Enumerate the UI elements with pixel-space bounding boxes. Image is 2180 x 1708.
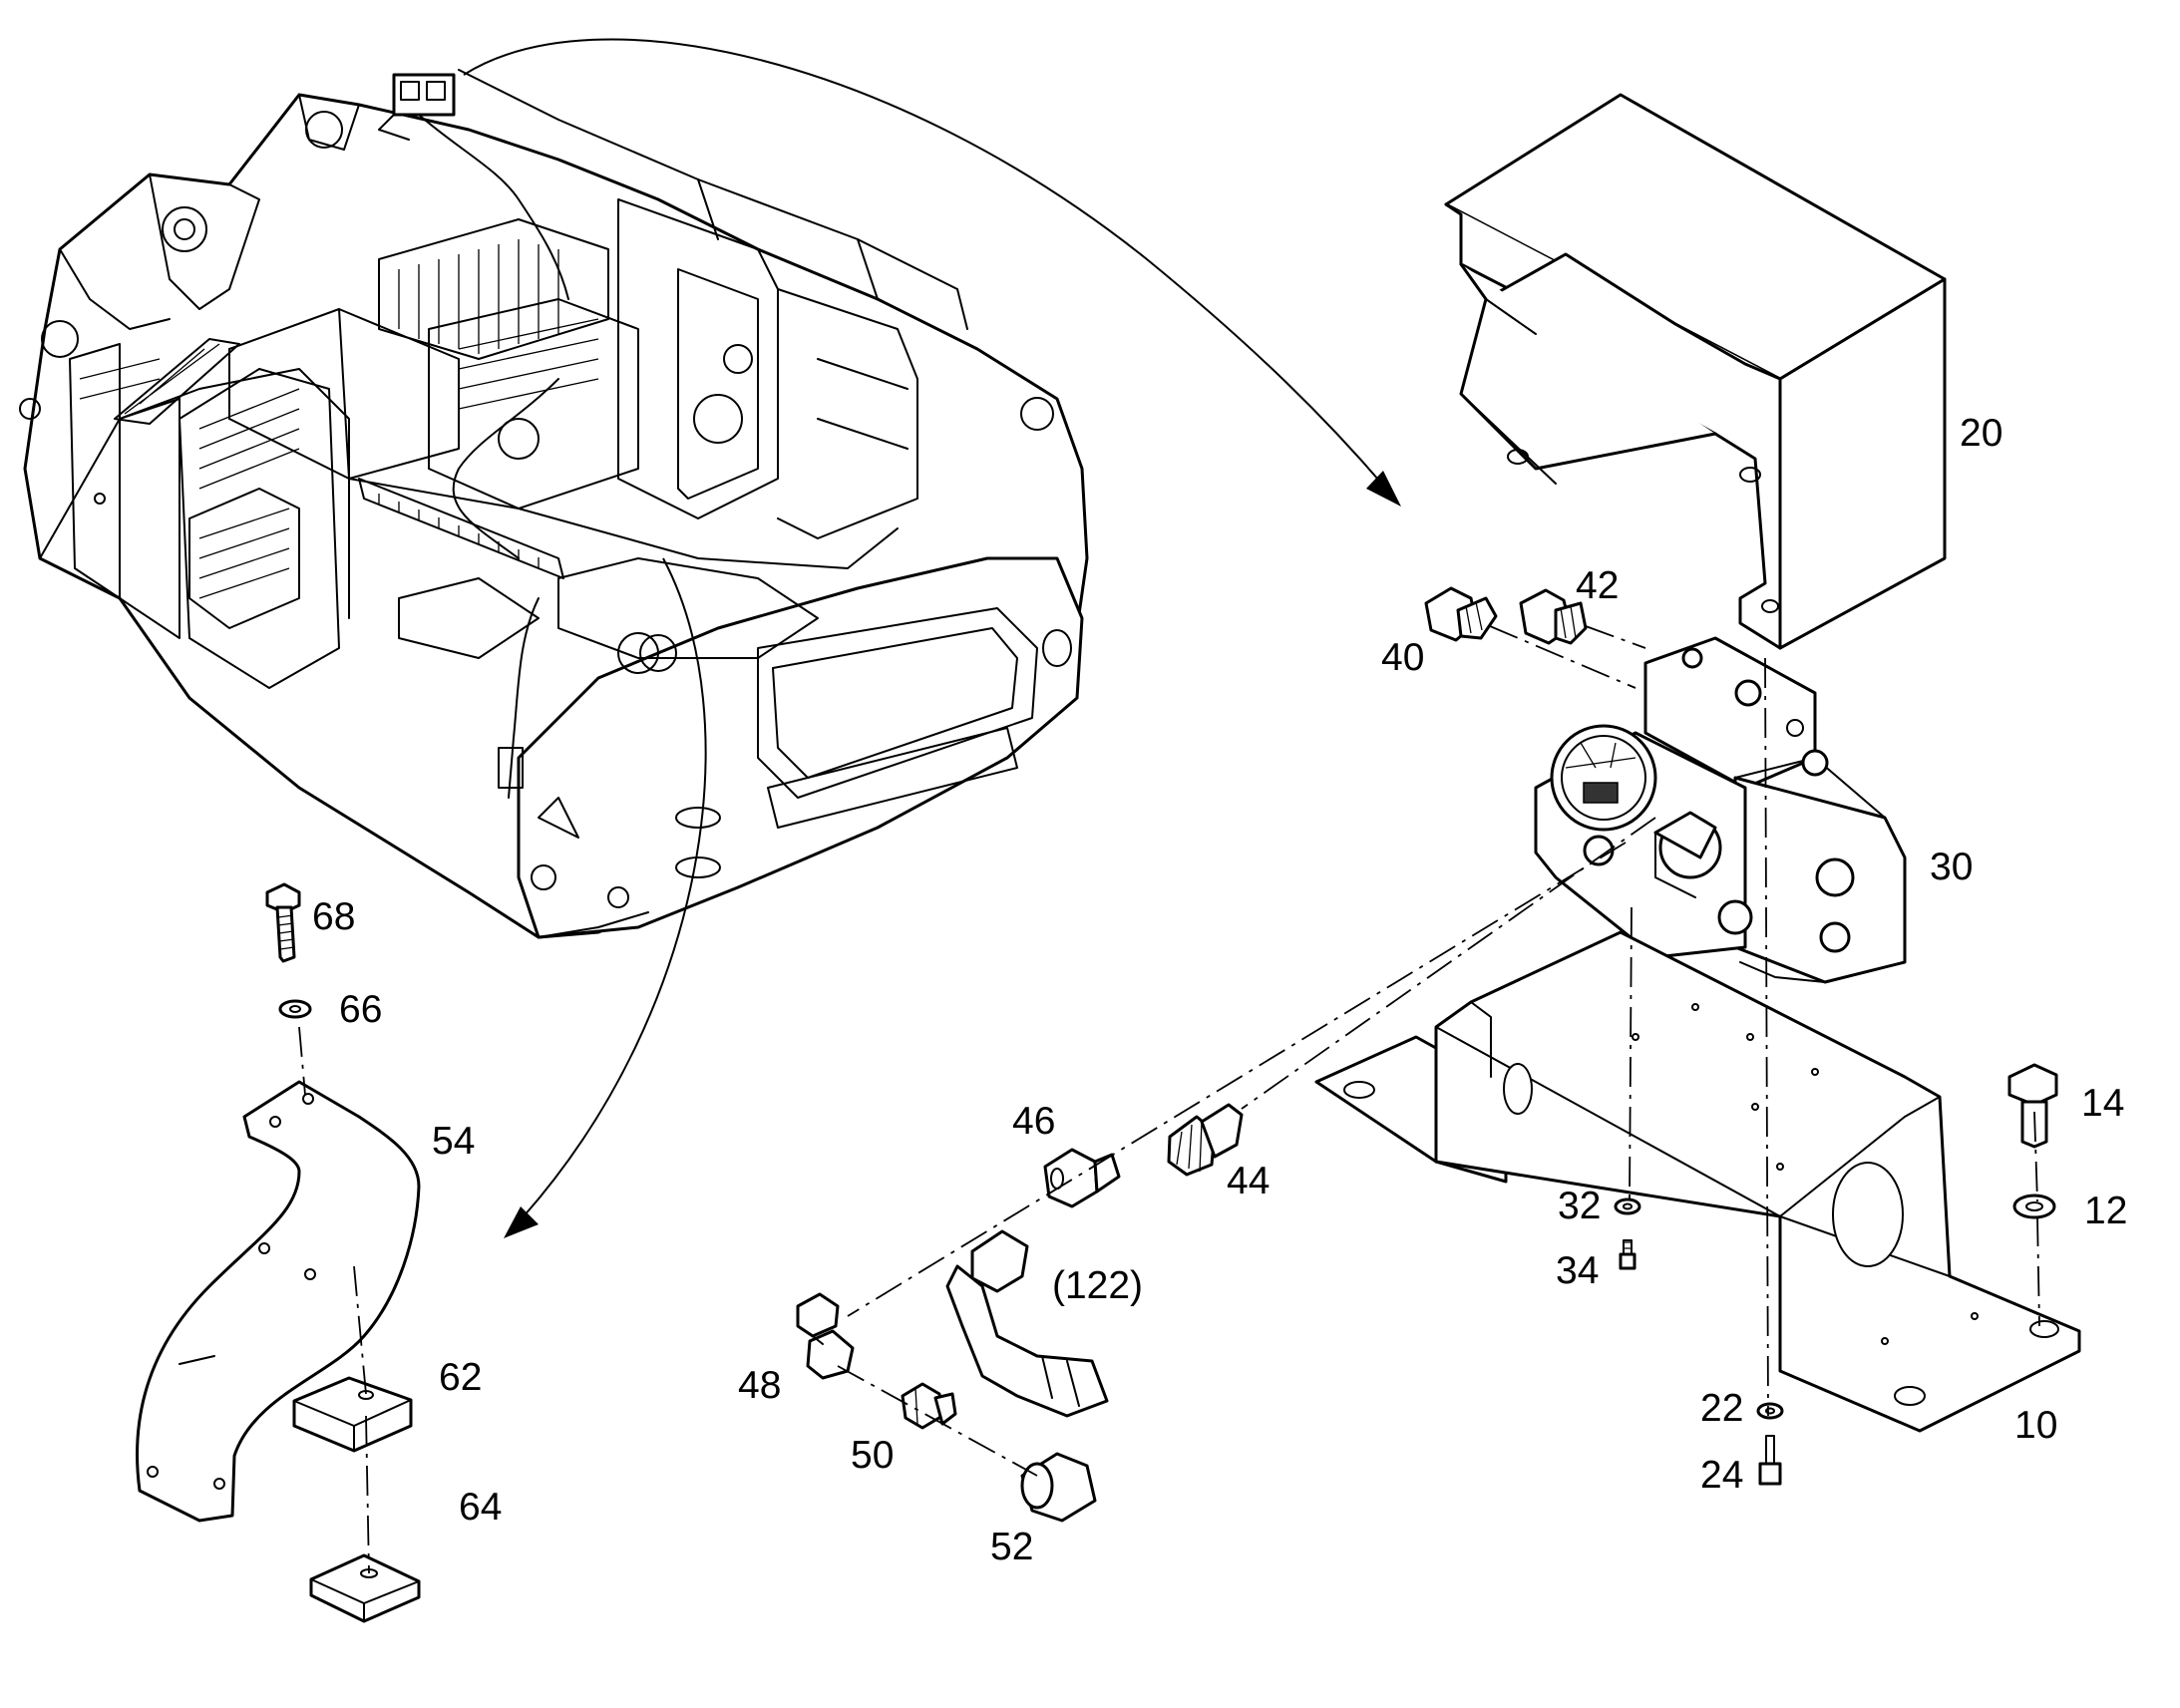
label-48: 48 xyxy=(738,1364,782,1407)
arrow-head-right xyxy=(1366,471,1401,507)
label-66: 66 xyxy=(339,988,383,1031)
part-66-washer xyxy=(278,999,312,1019)
label-62: 62 xyxy=(439,1356,483,1399)
label-52: 52 xyxy=(990,1526,1034,1568)
part-20-cover xyxy=(1444,93,1947,650)
part-44-fitting xyxy=(1167,1103,1244,1177)
part-14-bolt xyxy=(2007,1063,2058,1149)
part-42-fitting xyxy=(1519,588,1588,645)
label-50: 50 xyxy=(851,1434,895,1477)
label-64: 64 xyxy=(459,1486,503,1529)
part-40-fitting xyxy=(1424,586,1498,642)
part-10-bracket xyxy=(1314,930,2081,1433)
label-46: 46 xyxy=(1012,1100,1056,1143)
label-54: 54 xyxy=(432,1120,476,1163)
label-42: 42 xyxy=(1576,564,1620,607)
label-10: 10 xyxy=(2014,1404,2058,1447)
part-22-washer xyxy=(1756,1402,1784,1420)
part-68-bolt xyxy=(265,882,301,963)
arrow-to-valve-assembly xyxy=(463,38,1387,490)
label-34: 34 xyxy=(1556,1249,1600,1292)
machine-upper-structure xyxy=(19,69,1089,939)
part-30-valve-assembly xyxy=(1534,636,1907,984)
label-30: 30 xyxy=(1930,846,1974,888)
part-32-washer xyxy=(1614,1197,1641,1215)
part-48-elbow xyxy=(796,1292,855,1380)
part-54-bracket xyxy=(136,1080,421,1523)
label-32: 32 xyxy=(1558,1185,1602,1227)
label-20: 20 xyxy=(1960,412,2003,455)
label-122: (122) xyxy=(1052,1264,1144,1307)
arrow-head-left xyxy=(504,1206,539,1238)
assembly-centerlines xyxy=(298,625,2040,1574)
small-parts xyxy=(265,586,2058,1523)
label-40: 40 xyxy=(1381,636,1425,679)
label-14: 14 xyxy=(2081,1082,2125,1125)
part-46-fitting xyxy=(1043,1148,1121,1208)
part-52-cap xyxy=(1020,1452,1097,1523)
part-122-hose xyxy=(945,1229,1109,1418)
part-34-bolt xyxy=(1619,1239,1636,1270)
detail-arrows xyxy=(463,38,1401,1238)
part-12-washer xyxy=(2012,1194,2056,1219)
label-22: 22 xyxy=(1700,1387,1744,1430)
part-62-pad xyxy=(292,1376,413,1453)
part-50-fitting xyxy=(901,1382,957,1430)
label-24: 24 xyxy=(1700,1454,1744,1497)
label-68: 68 xyxy=(312,895,356,938)
part-64-plate xyxy=(309,1553,421,1623)
label-12: 12 xyxy=(2084,1190,2128,1232)
label-44: 44 xyxy=(1227,1160,1271,1202)
arrow-to-bracket-54 xyxy=(523,557,707,1217)
part-24-bolt xyxy=(1758,1435,1782,1486)
